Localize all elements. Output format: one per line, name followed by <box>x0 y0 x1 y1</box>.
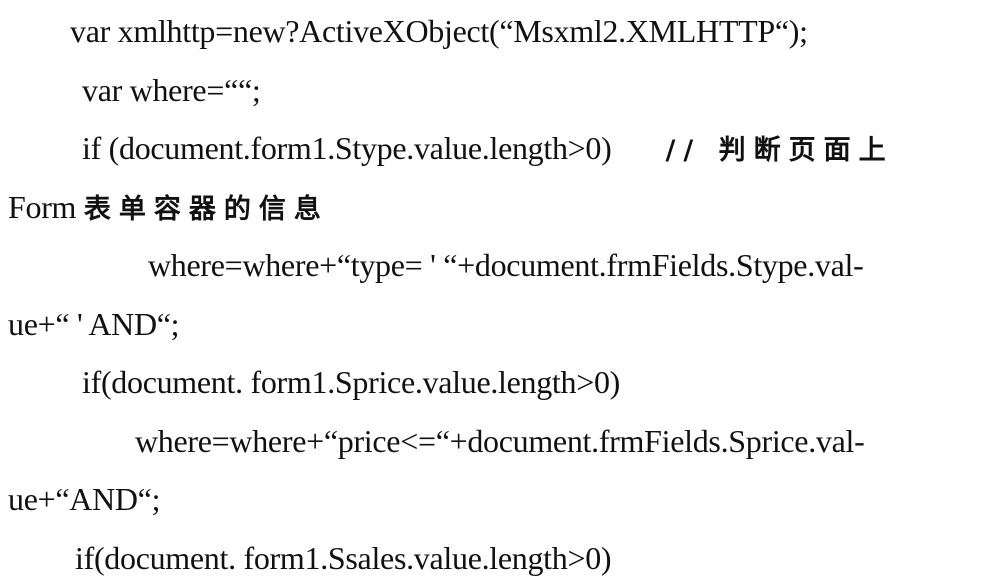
code-line: where=where+“price<=“+document.frmFields… <box>0 412 986 471</box>
code-line: var where=““; <box>0 61 986 120</box>
code-text: var xmlhttp=new?ActiveXObject(“Msxml2.XM… <box>70 13 808 49</box>
code-text: if (document.form1.Stype.value.length>0) <box>82 130 611 166</box>
code-text: var where=““; <box>82 72 260 108</box>
code-line: if(document. form1.Ssales.value.length>0… <box>0 529 986 587</box>
code-line: ue+“AND“; <box>0 470 986 529</box>
code-line: if(document. form1.Sprice.value.length>0… <box>0 353 986 412</box>
code-line: var xmlhttp=new?ActiveXObject(“Msxml2.XM… <box>0 2 986 61</box>
code-text: ue+“AND“; <box>8 481 160 517</box>
code-text: Form <box>8 189 84 225</box>
code-comment: // 判断页面上 <box>665 135 893 166</box>
code-comment: 表单容器的信息 <box>84 194 329 225</box>
code-text: if(document. form1.Sprice.value.length>0… <box>82 364 620 400</box>
code-text: where=where+“price<=“+document.frmFields… <box>135 423 864 459</box>
code-line: Form 表单容器的信息 <box>0 178 986 237</box>
code-line: if (document.form1.Stype.value.length>0)… <box>0 119 986 178</box>
code-text: if(document. form1.Ssales.value.length>0… <box>75 540 611 576</box>
code-text: ue+“ ' AND“; <box>8 306 179 342</box>
code-text: where=where+“type= ' “+document.frmField… <box>148 247 863 283</box>
code-line: where=where+“type= ' “+document.frmField… <box>0 236 986 295</box>
code-line: ue+“ ' AND“; <box>0 295 986 354</box>
